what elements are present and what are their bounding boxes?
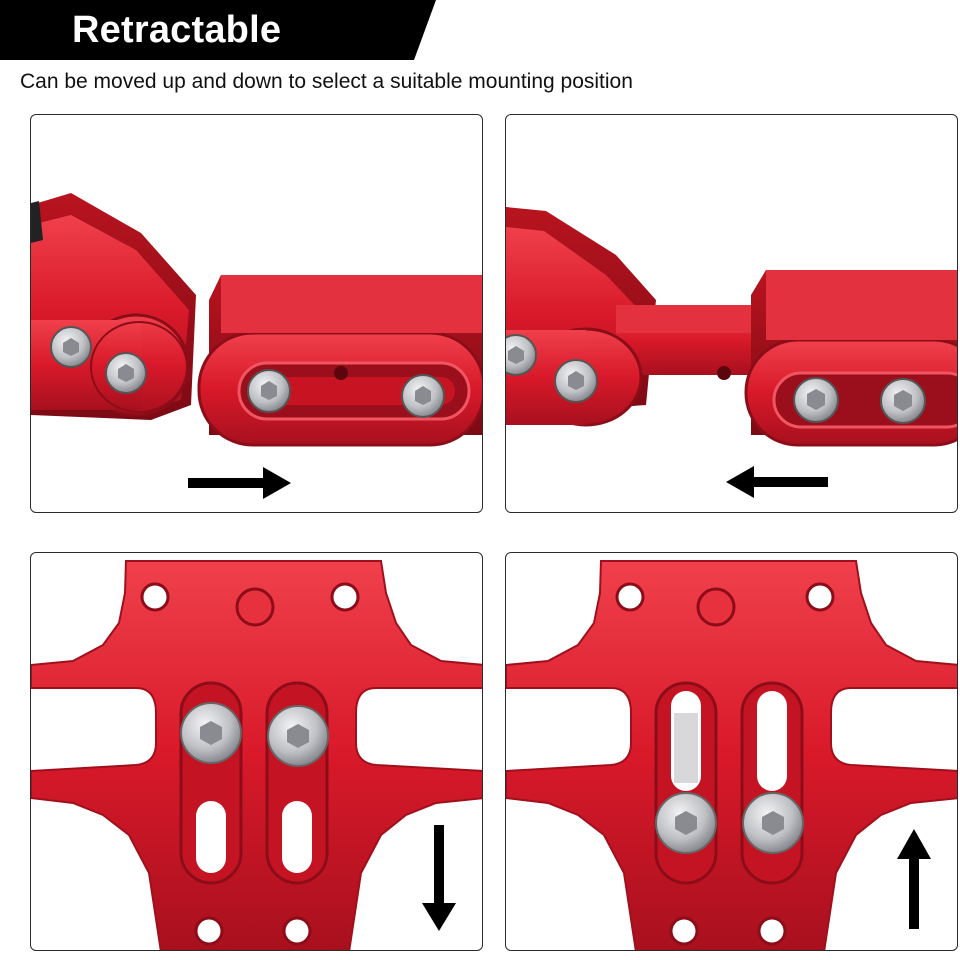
page-subtitle: Can be moved up and down to select a sui… bbox=[20, 70, 633, 93]
bracket-front-image bbox=[31, 560, 482, 950]
bolt-icon bbox=[50, 326, 92, 368]
side-view-panel-retracted bbox=[505, 114, 958, 513]
right-arrow-icon bbox=[188, 467, 291, 499]
bracket-side-image bbox=[506, 207, 957, 498]
front-view-panel-raised bbox=[505, 552, 958, 951]
up-arrow-icon bbox=[897, 829, 931, 929]
bracket-side-image bbox=[31, 193, 482, 499]
bracket-front-image bbox=[506, 560, 957, 950]
title-banner: Retractable bbox=[0, 0, 436, 60]
banner-shape bbox=[0, 0, 436, 60]
left-arrow-icon bbox=[726, 466, 828, 498]
front-view-panel-lowered bbox=[30, 552, 483, 951]
down-arrow-icon bbox=[422, 825, 456, 931]
page-title: Retractable bbox=[72, 9, 282, 51]
side-view-panel-extended bbox=[30, 114, 483, 513]
